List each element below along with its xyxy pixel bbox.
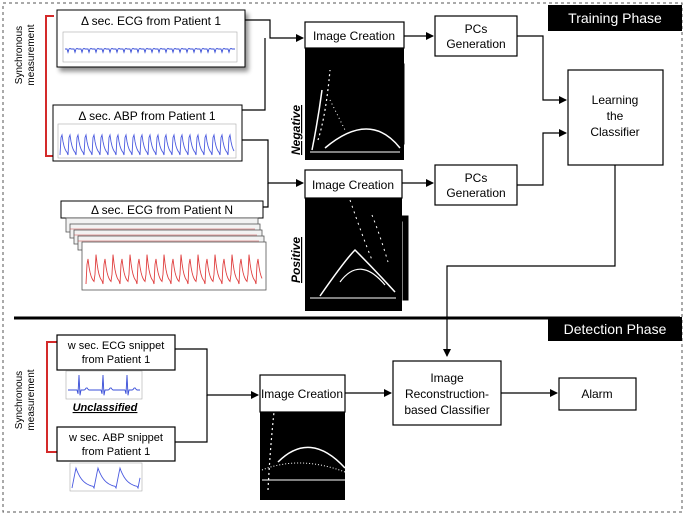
detection-connectors (175, 348, 558, 443)
training-phase-banner (548, 5, 682, 31)
abp-snippet-line2: from Patient 1 (82, 446, 150, 458)
image-creation-2-box (304, 169, 403, 199)
detection-phase-banner (548, 317, 682, 341)
sync-bracket-top (45, 15, 54, 157)
abp-patient1-title: Δ sec. ABP from Patient 1 (78, 109, 216, 123)
pcs-generation-2-line2: Generation (446, 186, 505, 200)
ecg-snippet-waveform (68, 374, 140, 396)
training-connectors (242, 19, 616, 357)
abp-snippet-line1: w sec. ABP snippet (68, 432, 163, 444)
abp-patient1-waveform (59, 133, 235, 156)
pcs-generation-1-box (434, 15, 518, 57)
pcs-generation-2-box (434, 164, 518, 206)
ecg-patient1-waveform (65, 47, 235, 54)
ecg-patient1-plot-frame (62, 31, 238, 63)
learning-classifier-box (567, 69, 664, 166)
image-creation-1-label: Image Creation (313, 29, 395, 43)
reconstruction-classifier-line2: Reconstruction- (405, 387, 489, 401)
sync-label-bottom-line2: measurement (26, 369, 37, 430)
negative-label: Negative (289, 105, 303, 155)
ecg-patientN-waveform (85, 254, 263, 285)
ecg-patient1-title: Δ sec. ECG from Patient 1 (81, 14, 221, 28)
sync-label-bottom: Synchronous measurement (14, 369, 37, 430)
ecg-snippet-box (56, 334, 176, 371)
pcs-generation-1-line1: PCs (465, 22, 488, 36)
detection-phase-title: Detection Phase (564, 321, 667, 337)
ecg-patientN-title: Δ sec. ECG from Patient N (91, 203, 233, 217)
image-creation-1-box (304, 21, 405, 49)
ecg-snippet-line2: from Patient 1 (82, 354, 150, 366)
image-creation-3-box (259, 374, 346, 413)
positive-label: Positive (289, 237, 303, 283)
reconstruction-classifier-line1: Image (430, 371, 464, 385)
sync-label-top-line2: measurement (26, 24, 37, 85)
image-creation-3-label: Image Creation (261, 387, 343, 401)
alarm-label: Alarm (581, 387, 612, 401)
training-phase-title: Training Phase (568, 10, 662, 26)
pcs-generation-1-line2: Generation (446, 37, 505, 51)
image-creation-2-label: Image Creation (312, 178, 394, 192)
abp-snippet-waveform (71, 466, 141, 490)
sync-label-bottom-line1: Synchronous (14, 371, 25, 429)
ecg-patientN-stack (60, 200, 267, 291)
unclassified-label: Unclassified (73, 402, 138, 414)
reconstruction-classifier-line3: based Classifier (404, 403, 489, 417)
alarm-box (558, 377, 637, 411)
abp-snippet-box (56, 426, 176, 462)
learning-classifier-line2: the (607, 109, 624, 123)
pcs-generation-2-line1: PCs (465, 171, 488, 185)
sync-label-top: Synchronous measurement (14, 24, 37, 85)
learning-classifier-line3: Classifier (590, 125, 639, 139)
reconstruction-classifier-box (392, 360, 502, 426)
sync-label-top-line1: Synchronous (14, 26, 25, 84)
learning-classifier-line1: Learning (592, 93, 639, 107)
ecg-snippet-line1: w sec. ECG snippet (67, 340, 165, 352)
sync-bracket-bottom (46, 341, 58, 453)
abp-snippet-plot-frame (69, 462, 143, 492)
